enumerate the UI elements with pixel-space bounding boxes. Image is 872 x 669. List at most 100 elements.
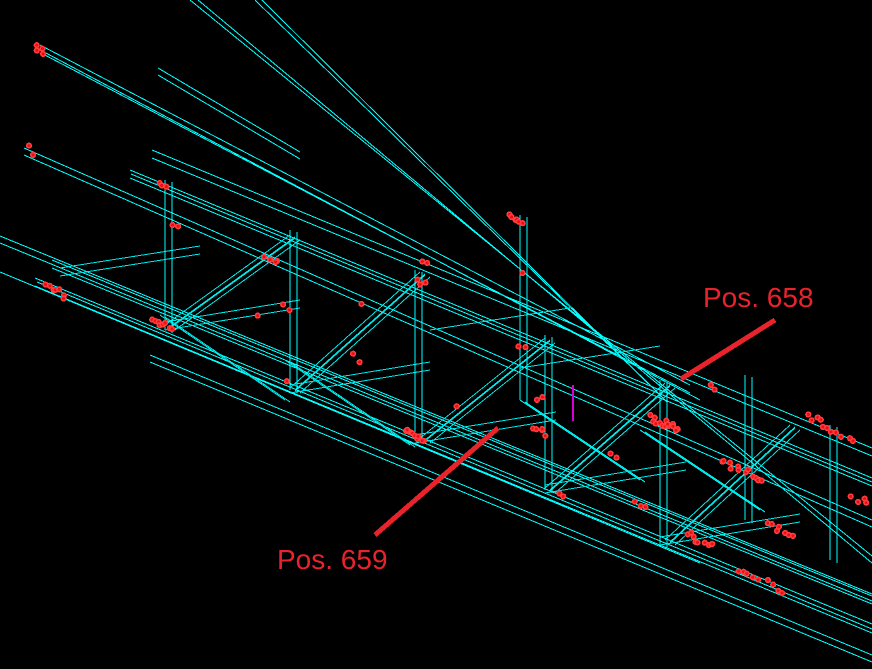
bolt-marker-core [851,439,855,443]
bolt-cluster-node-panel-5 [530,425,549,439]
transverse-beams [59,245,801,546]
bolt-marker-core [62,297,66,300]
bolt-marker-core [455,404,459,408]
annotation-label-pos-659[interactable]: Pos. 659 [277,544,388,575]
bolt-cluster-node-post-mid [519,269,526,277]
bolt-marker-core [540,395,544,399]
bolt-marker-core [540,427,544,431]
web-diagonal-edge-9 [674,429,801,546]
bolt-cluster-node-panel-4 [403,426,427,444]
leader-line-pos-659 [373,426,500,537]
transverse-beam-6 [414,411,557,436]
leader-line-pos-658 [679,317,777,382]
bolt-marker-core [416,278,419,282]
transverse-beam-9 [544,469,687,494]
web-diagonal-edge-0 [169,236,296,328]
annotation-leaders [373,317,777,537]
bolt-marker-core [160,183,164,187]
bolt-cluster-node-lower-chord-b [254,312,261,319]
transverse-beam-0 [59,245,201,269]
bolt-marker-core [766,578,770,582]
bolt-cluster-node-lower-chord-a [453,403,460,410]
bolt-marker-core [420,439,424,443]
bolt-cluster-node-right-upper [805,411,839,436]
web-diagonal-edge-7 [554,387,676,494]
bolt-cluster-node-mid-bottom [631,498,649,511]
bolt-marker-core [281,302,285,306]
bolt-cluster-node-mid-bottom2 [607,450,620,461]
bolt-marker-core [425,261,429,265]
transverse-beam-4 [289,361,431,386]
raker-7 [261,0,668,403]
web-diagonal-5 [424,340,551,442]
bolt-marker-core [825,426,829,430]
bolt-marker-core [737,569,741,573]
bolt-marker-core [771,583,775,587]
bolt-marker-core [709,383,713,387]
bolt-cluster-node-right-low [684,529,716,549]
bolt-marker-core [524,345,527,349]
bolt-marker-core [775,529,779,533]
bolt-marker-core [777,525,781,529]
bolt-marker-core [849,494,853,498]
web-diagonal-edge-3 [299,276,431,394]
bolt-marker-core [163,321,167,325]
bolt-marker-core [609,452,612,456]
bolt-cluster-node-right-low2 [764,520,797,539]
bolt-cluster-node-right-mid [707,381,718,393]
annotation-label-pos-658[interactable]: Pos. 658 [703,282,814,313]
bolt-cluster-node-post-top [506,211,526,227]
bolt-marker-core [671,424,675,428]
bolt-marker-core [703,541,707,545]
stub-1-bot [157,74,301,160]
bolt-marker-core [751,575,755,579]
bolt-marker-core [829,430,833,434]
web-diagonal-3 [294,274,426,392]
bottom-chord-front-mid [36,281,872,630]
vertical-posts [164,180,838,563]
web-diagonal-edge-10 [164,316,291,403]
bolt-marker-core [737,468,741,472]
bolt-marker-core [766,521,770,525]
bolt-marker-core [776,589,780,593]
bolt-cluster-node-mid-left [156,180,170,190]
web-diagonal-11 [284,359,411,446]
raker-1-top [39,44,691,386]
bolt-marker-core [557,491,561,495]
bolt-marker-core [534,427,538,431]
bolt-marker-core [639,504,643,508]
bolt-marker-core [517,220,521,224]
stub-1-top [157,67,301,153]
bottom-chord-front-bottom [34,285,872,634]
bolt-marker-core [41,52,45,56]
transverse-beam-7 [414,419,557,444]
bolt-marker-core [274,260,278,264]
top-chord-front-top [129,169,872,479]
bolt-cluster-node-upper-chord-a [272,258,279,265]
bolt-marker-core [418,282,422,286]
bolt-marker-core [746,467,750,471]
bolt-marker-core [40,47,44,51]
bolt-marker-core [666,422,670,426]
bolt-marker-core [834,430,838,434]
web-diagonal-9 [669,427,796,544]
bolt-cluster-node-panel-2b [280,301,293,314]
bolt-cluster-node-panel-3 [350,350,363,366]
bolt-marker-core [648,413,652,417]
bolt-marker-core [164,185,168,189]
bolt-marker-core [806,413,810,416]
bolt-marker-core [810,418,814,422]
bolt-cluster-node-far-right [847,493,870,506]
bolt-marker-core [633,500,637,503]
raker-2-top [43,51,701,401]
bolt-marker-core [424,281,427,285]
bolt-marker-core [44,283,47,287]
bolt-marker-core [643,505,647,509]
bolt-marker-core [856,500,860,504]
bolt-marker-core [728,461,732,465]
bolt-cluster-node-big-right [647,411,681,434]
transverse-beam-10 [659,513,801,538]
